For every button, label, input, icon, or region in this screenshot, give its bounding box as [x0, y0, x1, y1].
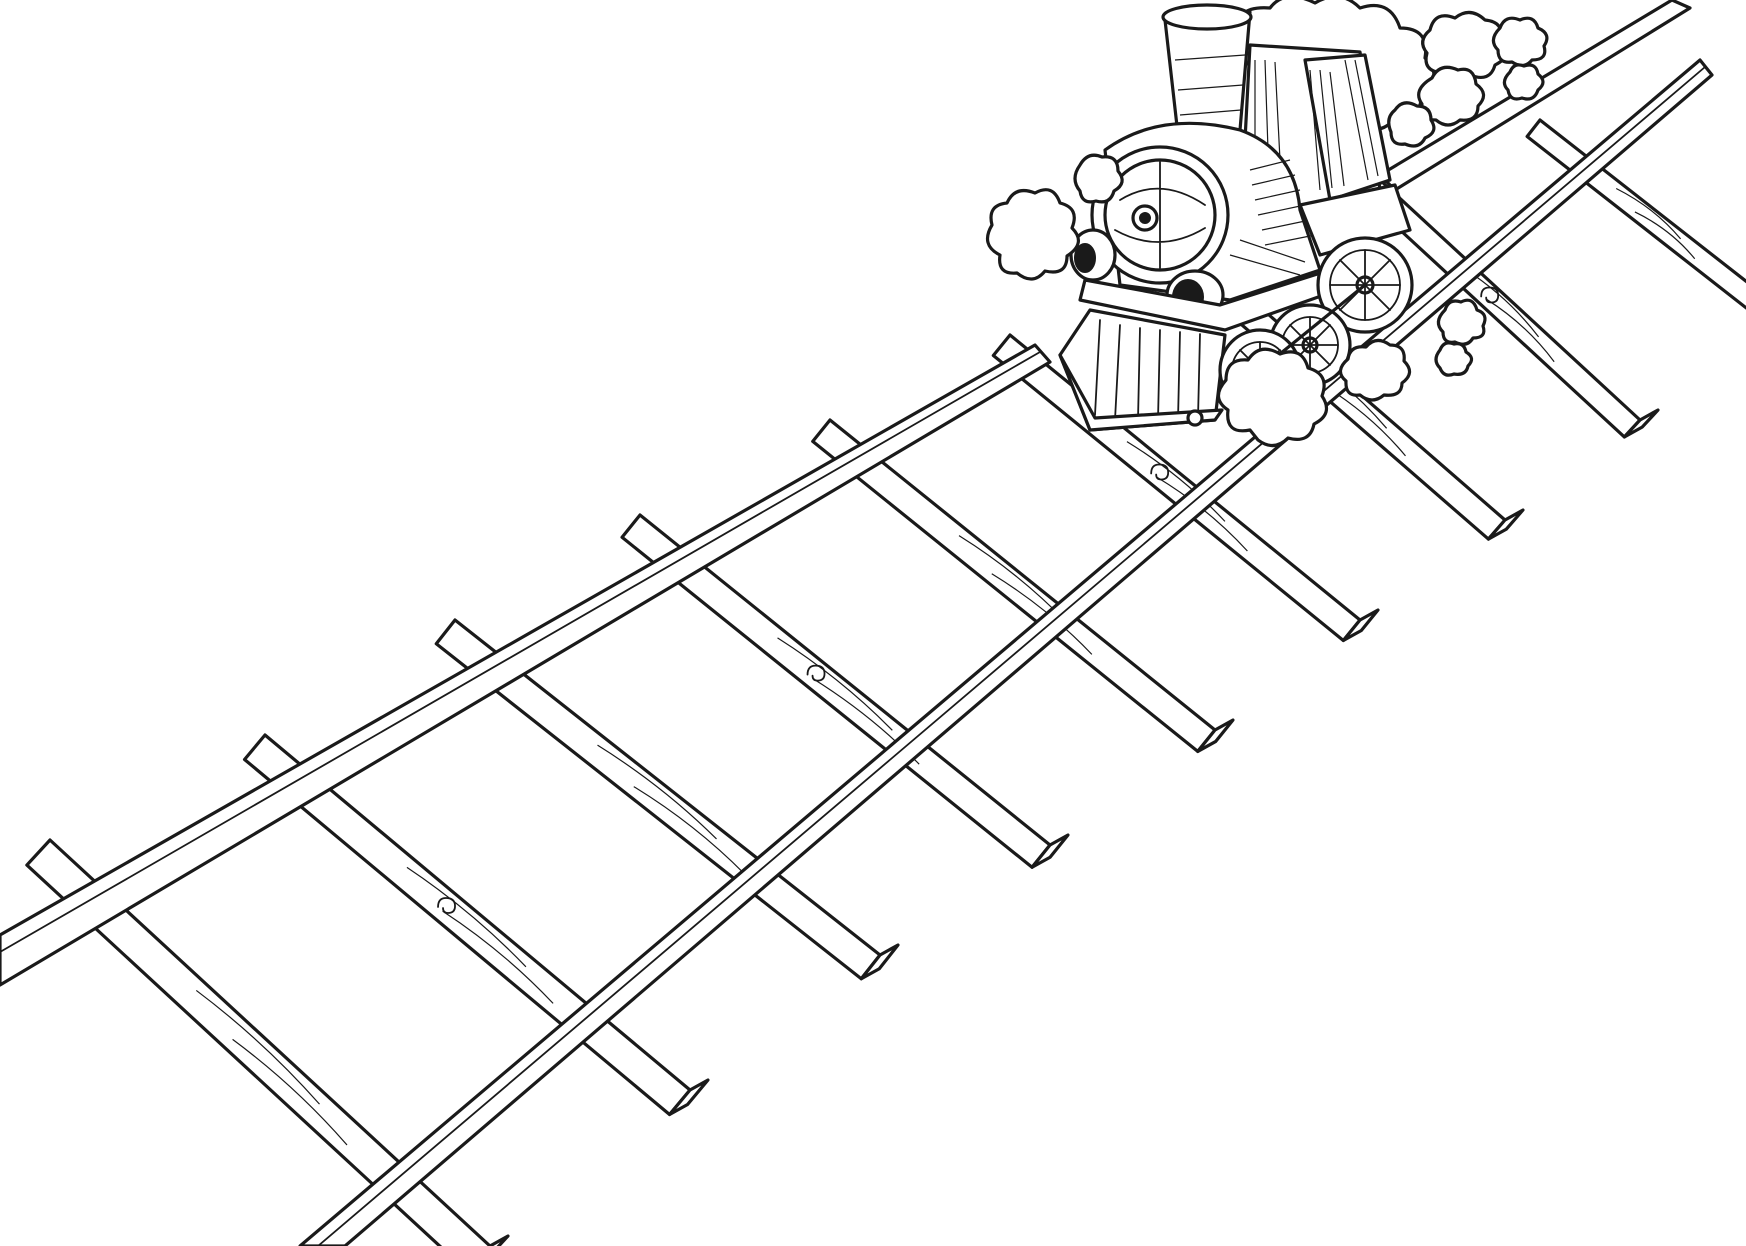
wood-grain: [777, 637, 893, 731]
wood-grain: [1615, 187, 1682, 240]
railroad-ties: [25, 118, 1746, 1246]
wood-grain: [195, 989, 320, 1105]
wood-grain: [633, 786, 745, 875]
wood-grain: [597, 744, 717, 840]
wood-knot: [1150, 463, 1170, 481]
railroad-tie-end: [487, 1234, 510, 1246]
railroad-tie-end: [1486, 508, 1525, 541]
wood-knot: [806, 664, 826, 682]
left-rail: [0, 343, 1052, 987]
railroad-tie-end: [1341, 608, 1380, 643]
wood-grain: [1486, 298, 1555, 363]
wood-grain: [1126, 441, 1226, 522]
railroad-tie: [25, 838, 492, 1246]
steam-puff-icon: [985, 188, 1080, 281]
wood-knot: [1480, 286, 1500, 304]
railroad-tie-end: [1622, 408, 1660, 439]
boiler: [1090, 121, 1322, 302]
side-tank: [1298, 183, 1412, 257]
wood-grain: [442, 910, 554, 1004]
wood-knot: [437, 897, 456, 914]
cowcatcher-icon: [1058, 308, 1227, 432]
railroad-tie-end: [859, 943, 900, 981]
railroad-tie-end: [667, 1078, 710, 1117]
steam-puff-icon: [1216, 298, 1487, 448]
wood-grain: [1634, 211, 1696, 260]
smokestack-icon: [1161, 3, 1253, 144]
wood-grain: [232, 1038, 348, 1146]
railroad-tie-end: [1030, 833, 1070, 869]
railroad-tie: [1525, 118, 1746, 310]
wood-grain: [991, 573, 1093, 655]
steam-locomotive-icon: [985, 0, 1549, 448]
wood-grain: [406, 866, 527, 968]
railroad-tie-end: [1196, 718, 1235, 754]
